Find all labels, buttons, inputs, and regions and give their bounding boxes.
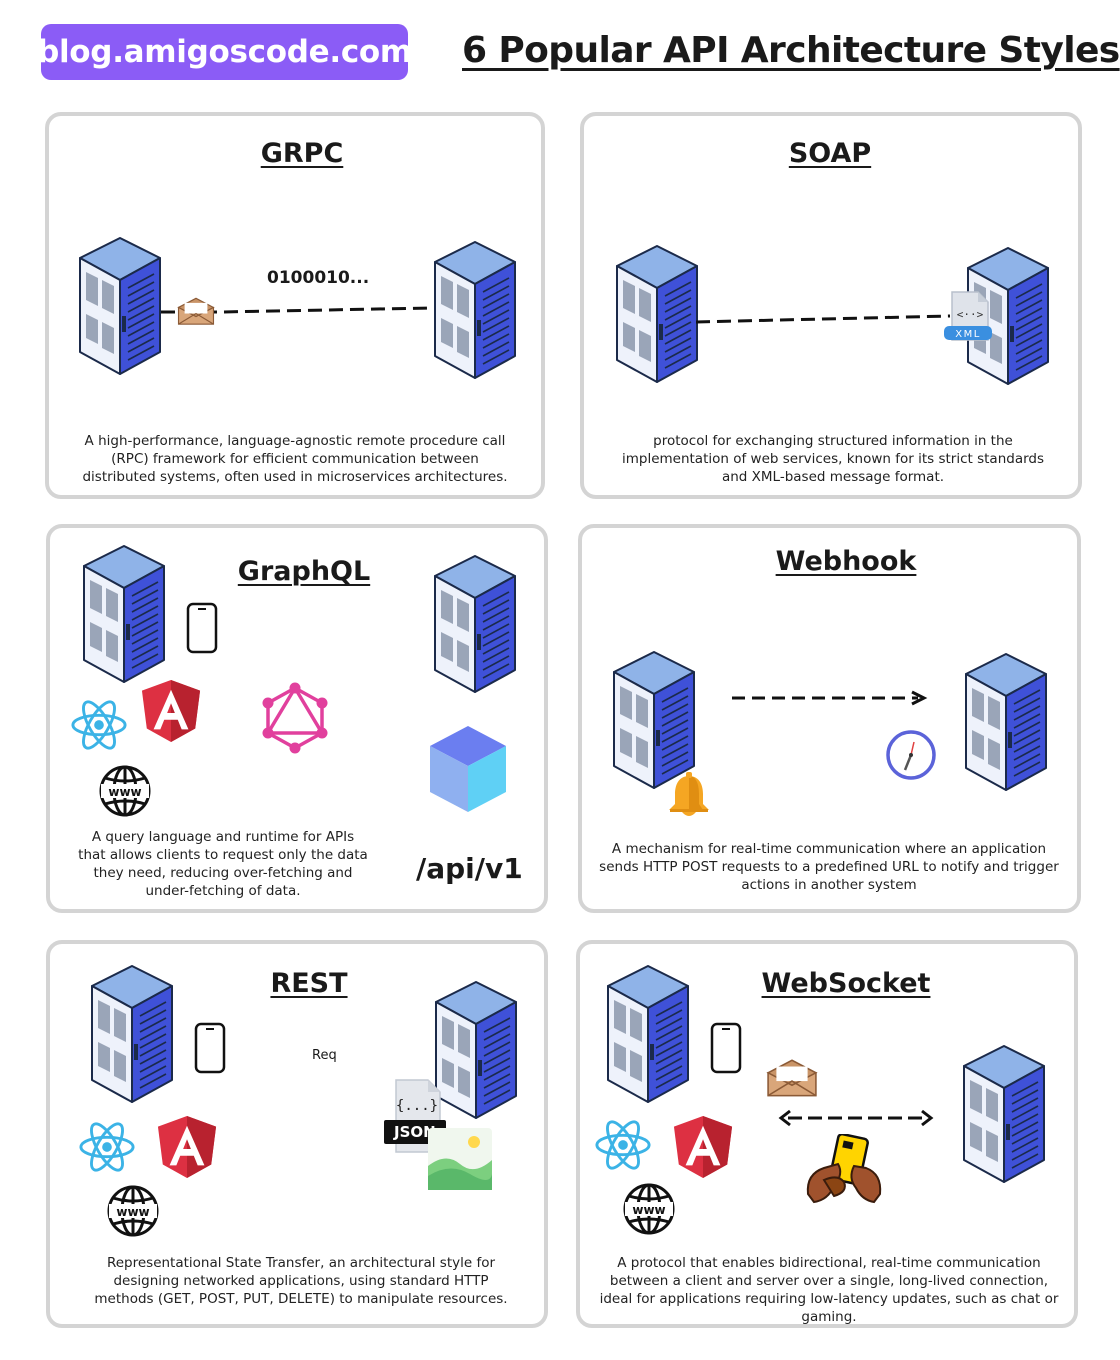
phone-icon [194,1022,226,1074]
server-icon [78,236,162,376]
image-icon [428,1128,492,1190]
envelope-icon [177,297,215,327]
globe-icon [98,764,152,818]
xml-file-icon: <··> XML [944,291,992,341]
phone-icon [710,1022,742,1074]
react-icon [70,696,128,754]
graphql-icon [262,682,328,754]
panel-title-rest: REST [270,968,348,999]
panel-soap: SOAP <··> XML protocol for exchanging st… [580,112,1082,499]
panel-title-graphql: GraphQL [237,556,371,587]
panel-title-websocket: WebSocket [761,968,931,999]
svg-text:<··>: <··> [957,308,984,321]
server-icon [606,964,690,1104]
panel-graphql: GraphQL /api/v1 A query language and run… [46,524,548,913]
panel-title-grpc: GRPC [260,138,344,169]
panel-websocket: WebSocket A protocol that enables bidire… [576,940,1078,1328]
dashed-arrow [732,690,928,706]
brand-badge[interactable]: blog.amigoscode.com [37,24,412,80]
endpoint-label: /api/v1 [416,852,523,885]
phone-icon [186,602,218,654]
server-icon [433,554,517,694]
panel-desc-graphql: A query language and runtime for APIs th… [78,829,368,899]
bell-icon [669,772,709,816]
server-icon [82,544,166,684]
panel-desc-soap: protocol for exchanging structured infor… [621,433,1045,485]
server-icon [433,240,517,380]
server-icon [90,964,174,1104]
cube-icon [430,726,506,812]
panel-webhook: Webhook A mechanism for real-time commun… [578,524,1081,913]
dashed-line [696,314,951,324]
globe-icon [622,1182,676,1236]
globe-icon [106,1184,160,1238]
json-braces: {...} [396,1098,438,1114]
hands-phone-icon [806,1134,882,1204]
panel-rest: REST Req {...} JSON Representational Sta… [46,940,548,1328]
clock-icon [886,730,936,780]
angular-icon [672,1114,734,1180]
panel-title-webhook: Webhook [775,546,917,577]
panel-desc-grpc: A high-performance, language-agnostic re… [82,433,508,485]
dashed-line [161,306,432,314]
angular-icon [156,1114,218,1180]
server-icon [964,652,1048,792]
envelope-icon [766,1054,818,1104]
panel-grpc: GRPC 0100010... A high-performance, lang… [45,112,545,499]
panel-desc-rest: Representational State Transfer, an arch… [94,1255,508,1307]
panel-desc-websocket: A protocol that enables bidirectional, r… [599,1255,1059,1325]
react-icon [594,1116,652,1174]
server-icon [615,244,699,384]
binary-label: 0100010... [267,268,370,288]
server-icon [962,1044,1046,1184]
panel-desc-webhook: A mechanism for real-time communication … [599,841,1059,893]
server-icon [612,650,696,790]
panel-title-soap: SOAP [788,138,872,169]
page-title: 6 Popular API Architecture Styles [462,30,1120,71]
react-icon [78,1118,136,1176]
angular-icon [140,678,202,744]
xml-label: XML [955,329,981,340]
bidirectional-arrow [778,1109,934,1127]
req-label: Req [312,1048,337,1063]
